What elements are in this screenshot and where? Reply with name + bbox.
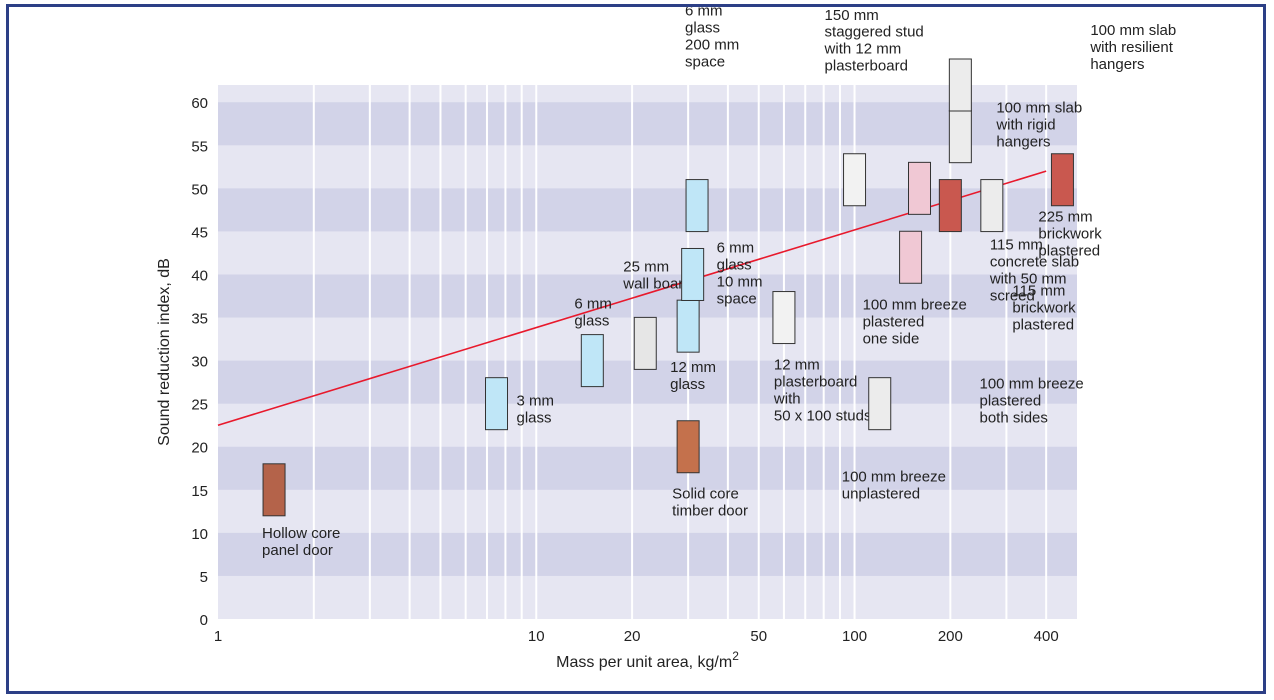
y-tick-label: 5 <box>200 569 208 586</box>
x-tick-label: 50 <box>750 628 767 645</box>
marker-14 <box>980 179 1004 233</box>
y-tick-label: 10 <box>191 526 208 543</box>
y-tick-label: 45 <box>191 224 208 241</box>
sound-reduction-chart: 0 5 10 15 20 25 30 35 40 45 50 55 60 1 10 20 50 100 200 400… <box>156 7 1176 671</box>
y-tick-label: 15 <box>191 483 208 500</box>
marker-2 <box>580 334 604 388</box>
marker-0 <box>262 463 286 517</box>
chart-frame: 0 5 10 15 20 25 30 35 40 45 50 55 60 1 10 20 50 100 200 400… <box>6 4 1266 694</box>
marker-16 <box>948 58 972 112</box>
y-axis-label: Sound reduction index, dB <box>156 258 173 446</box>
x-tick-label: 100 <box>842 628 867 645</box>
marker-9 <box>843 153 867 207</box>
y-tick-label: 40 <box>191 267 208 284</box>
y-tick-label: 0 <box>200 612 208 629</box>
y-tick-label: 35 <box>191 311 208 328</box>
y-tick-label: 20 <box>191 440 208 457</box>
x-axis-label: Mass per unit area, kg/m2 <box>556 649 739 671</box>
x-tick-label: 20 <box>624 628 641 645</box>
marker-17 <box>1050 153 1074 207</box>
marker-4 <box>676 299 700 353</box>
grid-band <box>218 102 1077 146</box>
y-tick-label: 55 <box>191 138 208 155</box>
x-tick-label: 1 <box>214 628 222 645</box>
grid-band <box>218 532 1077 576</box>
marker-12 <box>908 161 932 215</box>
x-tick-label: 400 <box>1034 628 1059 645</box>
marker-13 <box>938 179 962 233</box>
x-tick-label: 200 <box>938 628 963 645</box>
marker-1 <box>485 377 509 431</box>
y-tick-label: 30 <box>191 354 208 371</box>
marker-11 <box>899 230 923 284</box>
grid-band <box>218 274 1077 318</box>
marker-15 <box>948 110 972 164</box>
y-tick-label: 60 <box>191 95 208 112</box>
marker-6 <box>685 179 709 233</box>
marker-7 <box>676 420 700 474</box>
marker-5 <box>681 247 705 301</box>
marker-3 <box>633 316 657 370</box>
marker-10 <box>868 377 892 431</box>
grid-band <box>218 446 1077 490</box>
marker-8 <box>772 291 796 345</box>
y-tick-label: 50 <box>191 181 208 198</box>
grid-band <box>218 188 1077 232</box>
y-tick-label: 25 <box>191 397 208 414</box>
x-tick-label: 10 <box>528 628 545 645</box>
